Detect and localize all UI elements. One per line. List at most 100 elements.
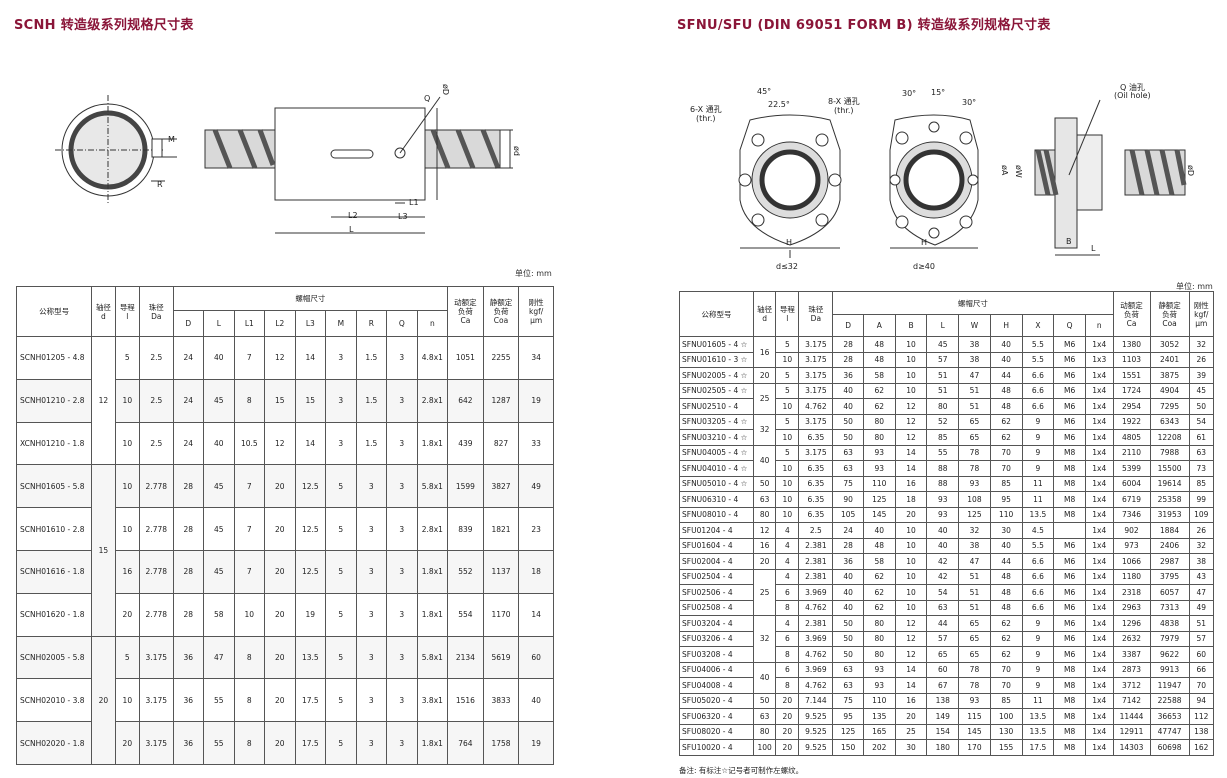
cell-a: 93 (862, 677, 896, 694)
cell-coa: 15500 (1149, 460, 1190, 477)
cell-l: 138 (926, 692, 960, 709)
nut-body (274, 107, 426, 201)
cell-model: SFU10020 - 4 (679, 739, 754, 756)
cell-a: 58 (862, 367, 896, 384)
cell-coa: 6057 (1149, 584, 1190, 601)
cell-l: 55 (203, 678, 235, 723)
cell-a: 80 (862, 630, 896, 647)
cell-l: 6 (775, 584, 800, 601)
cell-q: M6 (1053, 568, 1086, 585)
cell-q: 3 (386, 507, 418, 551)
th-col: Q (1053, 314, 1086, 337)
th-col: A (862, 314, 896, 337)
scnh-drawing (55, 95, 513, 234)
cell-n: 3.8x1 (416, 678, 449, 723)
cell-d: 50 (832, 429, 864, 446)
cell-x: 9 (1021, 460, 1055, 477)
cell-l: 88 (926, 460, 960, 477)
cell-coa: 2255 (482, 336, 520, 380)
cell-q: M6 (1053, 537, 1086, 554)
cell-model: SFNU01605 - 4 ☆ (679, 336, 754, 353)
cell-b: 10 (894, 537, 928, 554)
cell-r: 3 (355, 549, 388, 594)
cell-model: SFNU06310 - 4 (679, 491, 754, 508)
cell-k: 63 (1188, 444, 1215, 461)
cell-ca: 2632 (1112, 630, 1151, 647)
cell-l: 4 (775, 615, 800, 632)
cell-b: 14 (894, 661, 928, 678)
cell-l: 10 (114, 378, 141, 423)
cell-d: 75 (832, 475, 864, 492)
cell-shaft-diameter: 12 (91, 335, 116, 466)
cell-b: 10 (894, 568, 928, 585)
cell-da: 2.381 (798, 537, 834, 554)
cell-n: 4.8x1 (416, 336, 449, 380)
cell-l: 10 (775, 398, 800, 415)
cell-k: 60 (1188, 646, 1215, 663)
cell-k: 51 (1188, 615, 1215, 632)
cell-k: 32 (1188, 336, 1215, 353)
cell-ca: 439 (447, 421, 484, 466)
cell-coa: 3827 (482, 464, 520, 509)
cell-n: 1x4 (1084, 429, 1114, 446)
cell-ca: 5399 (1112, 460, 1151, 477)
label-l1: L1 (409, 198, 419, 207)
cell-h: 48 (989, 568, 1023, 585)
cell-q: M8 (1053, 692, 1086, 709)
cell-l: 20 (775, 708, 800, 725)
cell-q: 3 (386, 592, 418, 637)
cell-r: 3 (355, 507, 388, 551)
cell-n: 1.8x1 (416, 721, 449, 765)
cell-q: 3 (386, 678, 418, 723)
cell-b: 10 (894, 599, 928, 616)
cell-model: SFNU02510 - 4 (679, 398, 754, 415)
cell-coa: 11947 (1149, 677, 1190, 694)
cell-k: 50 (1188, 398, 1215, 415)
cell-da: 2.5 (139, 336, 174, 380)
cell-l: 10 (775, 460, 800, 477)
cell-ca: 1180 (1112, 568, 1151, 585)
label-d32: d≤32 (776, 262, 798, 271)
cell-l: 5 (775, 382, 800, 399)
cell-model: SFU08020 - 4 (679, 723, 754, 740)
cell-x: 9 (1021, 444, 1055, 461)
cell-r: 1.5 (355, 378, 388, 423)
cell-h: 110 (989, 506, 1023, 523)
cell-q: 3 (386, 549, 418, 594)
cell-h: 62 (989, 429, 1023, 446)
cell-r: 3 (355, 635, 388, 680)
cell-w: 65 (958, 615, 991, 632)
cell-d: 28 (172, 592, 205, 637)
cell-q: M6 (1053, 367, 1086, 384)
cell-q: M8 (1053, 475, 1086, 492)
cell-da: 9.525 (798, 739, 834, 756)
cell-b: 10 (894, 553, 928, 570)
cell-da: 2.778 (139, 592, 174, 637)
cell-r: 3 (355, 678, 388, 723)
cell-h: 40 (989, 336, 1023, 353)
cell-l2: 15 (264, 378, 296, 423)
cell-model: SFNU03205 - 4 ☆ (679, 413, 754, 430)
cell-w: 32 (958, 522, 991, 539)
cell-ca: 552 (447, 549, 484, 594)
cell-n: 2.8x1 (416, 378, 449, 423)
cell-n: 1x4 (1084, 553, 1114, 570)
cell-h: 40 (989, 351, 1023, 368)
cell-l1: 7 (233, 464, 266, 509)
cell-da: 6.35 (798, 460, 834, 477)
cell-l: 10 (775, 506, 800, 523)
cell-coa: 7313 (1149, 599, 1190, 616)
cell-n: 1x4 (1084, 537, 1114, 554)
cell-l: 20 (114, 721, 141, 765)
cell-shaft-diameter: 40 (752, 661, 777, 694)
cell-da: 6.35 (798, 475, 834, 492)
cell-ca: 1551 (1112, 367, 1151, 384)
cell-l: 40 (926, 537, 960, 554)
